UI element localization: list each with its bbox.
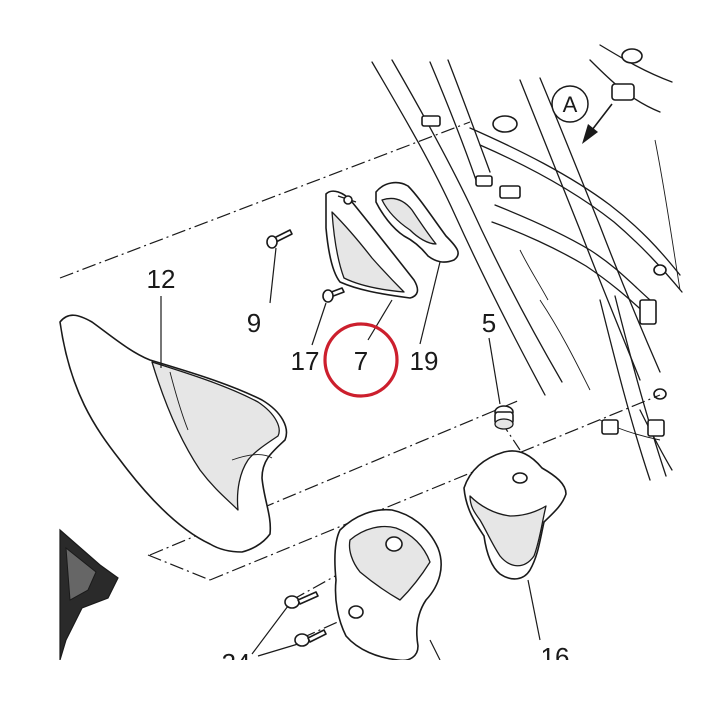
callout-9: 9	[247, 308, 261, 338]
fasteners	[266, 229, 514, 647]
lower-cover	[334, 508, 442, 662]
frame-structure	[371, 44, 683, 481]
part-19-small-cover	[375, 181, 459, 263]
screw-17	[322, 287, 345, 303]
view-a-marker: A	[551, 85, 613, 144]
callout-17: 17	[291, 346, 320, 376]
part-7-bracket	[325, 190, 419, 299]
callout-19: 19	[410, 346, 439, 376]
screw-24-upper	[284, 591, 319, 609]
view-a-circle	[551, 85, 589, 123]
leader-lines	[160, 247, 541, 661]
grommet-5	[494, 405, 514, 430]
view-a-arrow-shaft	[591, 103, 613, 131]
part-16-cover	[463, 450, 567, 580]
view-a-arrow-head	[582, 124, 598, 144]
callout-12: 12	[147, 264, 176, 294]
screw-24-lower	[294, 629, 327, 647]
view-a-label: A	[563, 92, 578, 117]
part-12-side-panel	[59, 314, 288, 553]
crop-mask	[0, 660, 720, 720]
highlight-circle-callout-7	[323, 322, 399, 398]
lower-left-trim	[59, 528, 119, 661]
callout-5: 5	[482, 308, 496, 338]
callout-7: 7	[354, 346, 368, 376]
screw-9	[266, 229, 293, 249]
